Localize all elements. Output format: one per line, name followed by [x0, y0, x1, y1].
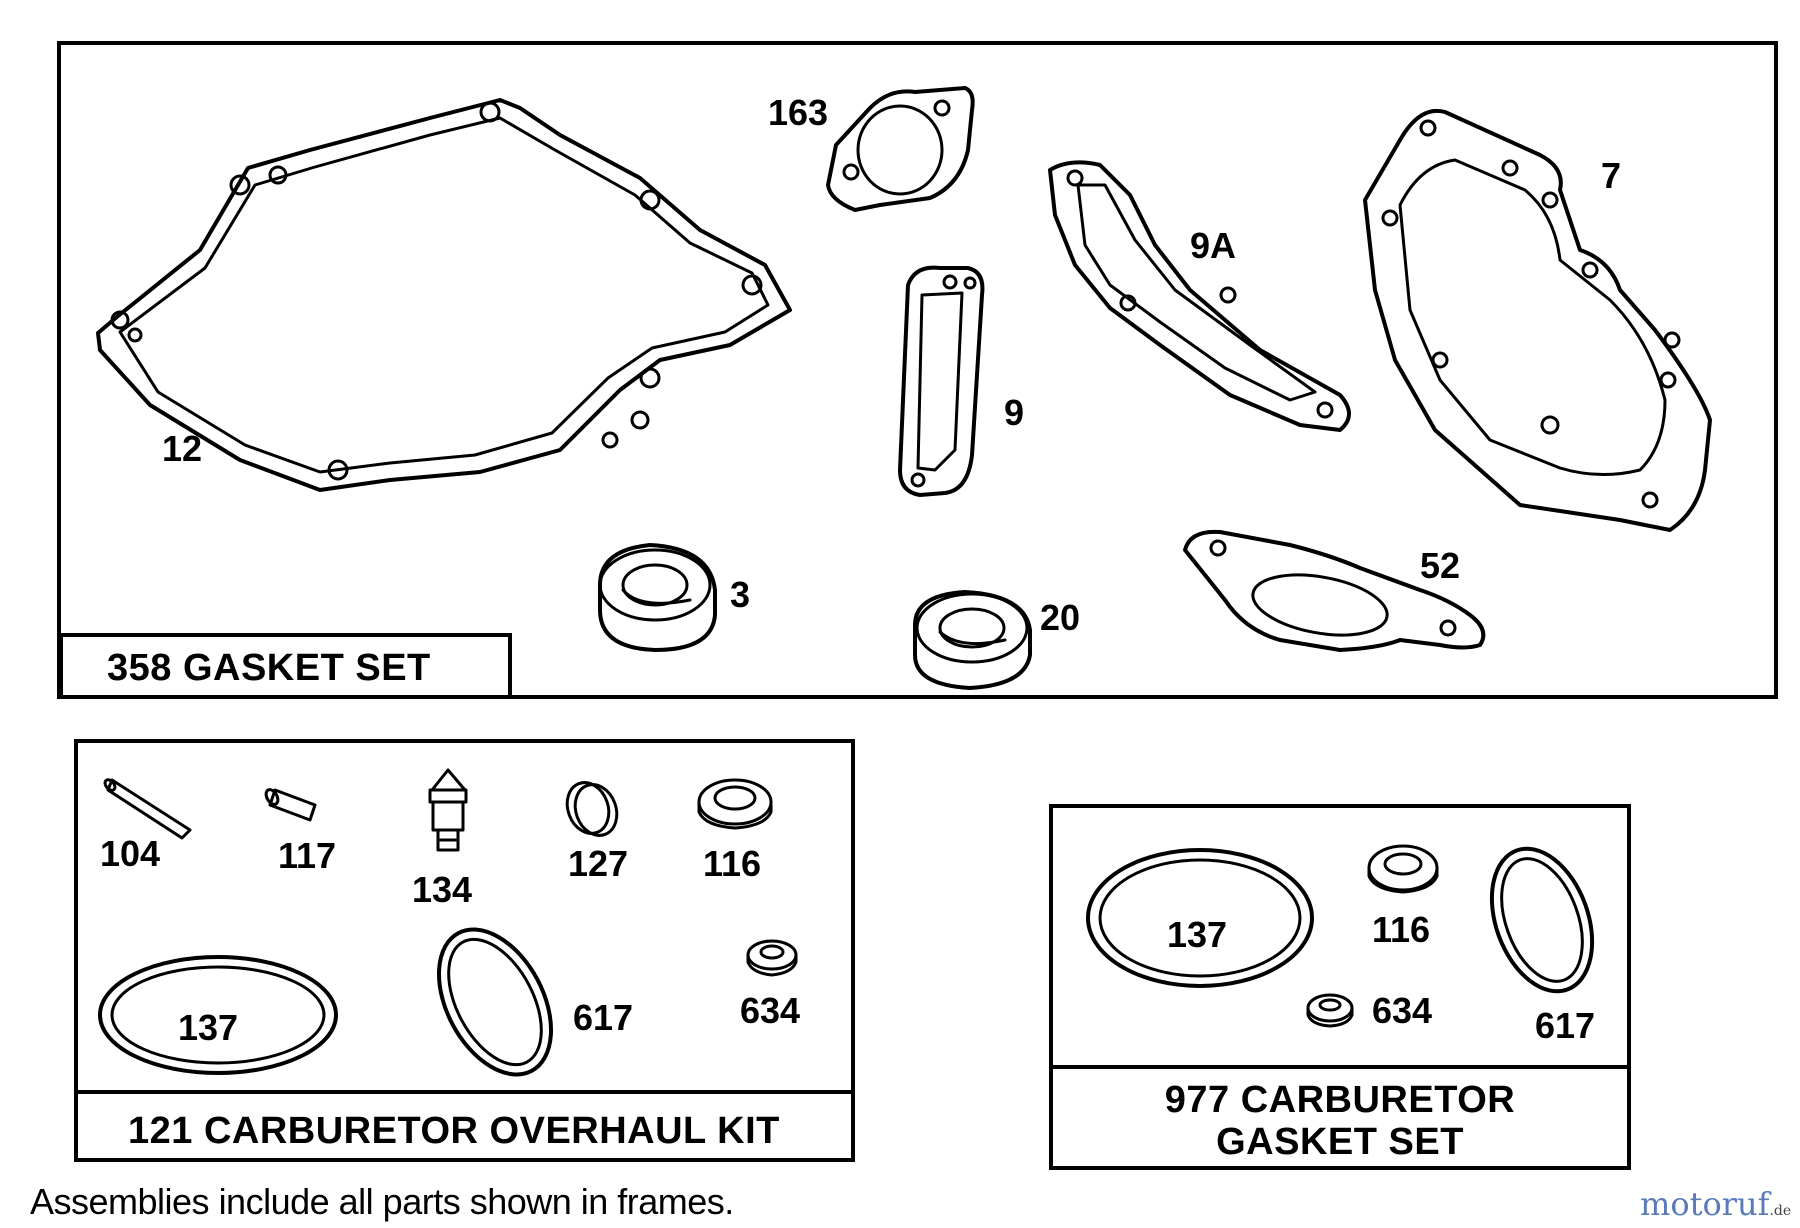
watermark-brand: motoruf — [1640, 1185, 1770, 1223]
watermark-tld: .de — [1769, 1203, 1792, 1219]
label-part-134: 134 — [412, 869, 473, 910]
watermark-logo: motoruf.de — [1640, 1185, 1791, 1223]
label-part-7: 7 — [1601, 155, 1622, 196]
label-part-634: 634 — [740, 990, 801, 1031]
gasket-set-title: 358 GASKET SET — [59, 633, 512, 699]
label-part-617: 617 — [573, 997, 634, 1038]
label-part-52: 52 — [1420, 545, 1461, 586]
label-part-3: 3 — [730, 574, 751, 615]
label-part-9a: 9A — [1190, 225, 1237, 266]
label-part-617-set: 617 — [1535, 1005, 1596, 1046]
label-part-9: 9 — [1004, 392, 1025, 433]
label-part-116-set: 116 — [1372, 909, 1431, 950]
carb-gasket-set-title-line1: 977 CARBURETOR — [1164, 1079, 1516, 1121]
label-part-137-set: 137 — [1167, 914, 1228, 955]
label-part-20: 20 — [1040, 597, 1081, 638]
label-part-634-set: 634 — [1372, 990, 1433, 1031]
label-part-12: 12 — [162, 428, 203, 469]
label-part-137: 137 — [178, 1007, 239, 1048]
carb-gasket-set-title-line2: GASKET SET — [1216, 1121, 1464, 1163]
label-part-116: 116 — [703, 843, 762, 884]
assemblies-footnote: Assemblies include all parts shown in fr… — [30, 1181, 734, 1222]
label-part-117: 117 — [278, 835, 337, 876]
label-part-163: 163 — [768, 92, 829, 133]
carb-gasket-set-title: 977 CARBURETOR GASKET SET — [1049, 1065, 1631, 1170]
gasket-set-frame — [57, 41, 1778, 699]
label-part-104: 104 — [100, 833, 161, 874]
label-part-127: 127 — [568, 843, 629, 884]
overhaul-kit-title: 121 CARBURETOR OVERHAUL KIT — [74, 1090, 855, 1162]
